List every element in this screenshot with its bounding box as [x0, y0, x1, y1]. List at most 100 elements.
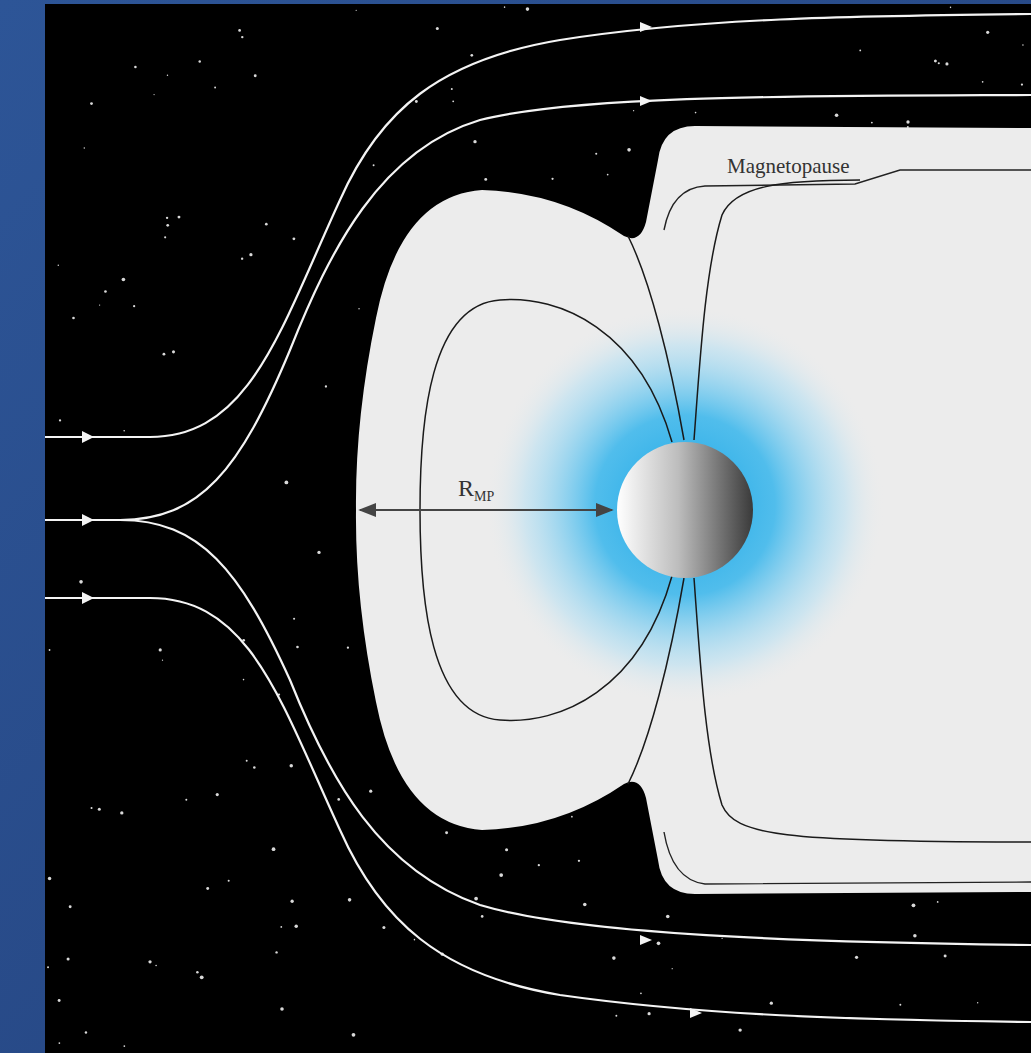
star: [738, 1028, 741, 1031]
star: [163, 353, 166, 356]
star: [166, 224, 169, 227]
atmosphere-glow: [485, 308, 885, 708]
star: [292, 237, 295, 240]
star: [657, 942, 661, 946]
star: [172, 350, 175, 353]
star: [85, 1031, 87, 1033]
star: [352, 1033, 356, 1037]
star: [58, 999, 61, 1002]
star: [337, 798, 340, 801]
star: [595, 153, 597, 155]
star: [200, 975, 204, 979]
star: [285, 481, 289, 485]
star: [526, 7, 530, 11]
star: [899, 1004, 901, 1006]
star: [246, 760, 248, 762]
star: [134, 66, 137, 69]
star: [369, 790, 372, 793]
star: [216, 793, 219, 796]
star: [672, 968, 673, 969]
star: [98, 808, 101, 811]
star: [505, 848, 508, 851]
star: [912, 903, 916, 907]
star: [49, 649, 51, 651]
star: [551, 178, 553, 180]
star: [358, 308, 359, 309]
magnetosphere: [356, 126, 1031, 894]
star: [436, 27, 439, 30]
star: [481, 915, 484, 918]
star: [164, 236, 166, 238]
star: [356, 10, 357, 11]
star: [90, 102, 93, 105]
star: [938, 62, 940, 64]
star: [770, 1002, 773, 1005]
star: [241, 257, 243, 259]
distance-subscript: MP: [474, 490, 494, 504]
star: [721, 938, 722, 939]
star: [159, 648, 162, 651]
star: [835, 113, 839, 117]
star: [382, 926, 385, 929]
star: [153, 94, 154, 95]
star: [414, 939, 416, 941]
star: [325, 385, 327, 387]
star: [945, 62, 948, 65]
star: [123, 1045, 125, 1047]
star: [67, 957, 70, 960]
star: [290, 764, 293, 767]
star: [290, 900, 293, 903]
star: [445, 831, 448, 834]
star: [133, 305, 135, 307]
star: [612, 956, 616, 960]
planet: [617, 442, 753, 578]
star: [280, 1007, 284, 1011]
star: [934, 60, 937, 63]
star: [91, 807, 93, 809]
star: [265, 223, 268, 226]
star: [474, 897, 478, 901]
star: [253, 766, 256, 769]
star: [583, 903, 587, 907]
star: [254, 74, 257, 77]
star: [199, 60, 201, 62]
star: [982, 81, 984, 83]
star: [633, 110, 634, 111]
star: [59, 419, 61, 421]
star: [627, 148, 631, 152]
star: [79, 580, 83, 584]
star: [58, 265, 59, 266]
star: [666, 915, 670, 919]
solar-wind-lines: [45, 14, 1031, 1022]
star: [104, 290, 107, 293]
star: [538, 864, 540, 866]
star: [72, 317, 75, 320]
star: [451, 88, 453, 90]
star: [373, 164, 375, 166]
star: [695, 112, 697, 114]
star: [415, 100, 418, 103]
star: [293, 618, 295, 620]
star: [504, 6, 506, 8]
star: [275, 951, 277, 953]
star: [185, 799, 187, 801]
star: [950, 7, 952, 9]
star: [571, 816, 573, 818]
star: [615, 1015, 617, 1017]
star: [272, 847, 276, 851]
magnetopause-label: Magnetopause: [727, 156, 849, 177]
star: [317, 551, 320, 554]
star: [348, 898, 352, 902]
star: [347, 646, 349, 648]
star: [155, 965, 157, 967]
star: [120, 811, 123, 814]
star: [167, 75, 168, 76]
star: [99, 304, 100, 305]
star: [296, 646, 299, 649]
star: [977, 1002, 978, 1003]
star: [148, 960, 151, 963]
star: [177, 216, 180, 219]
star: [249, 253, 252, 256]
